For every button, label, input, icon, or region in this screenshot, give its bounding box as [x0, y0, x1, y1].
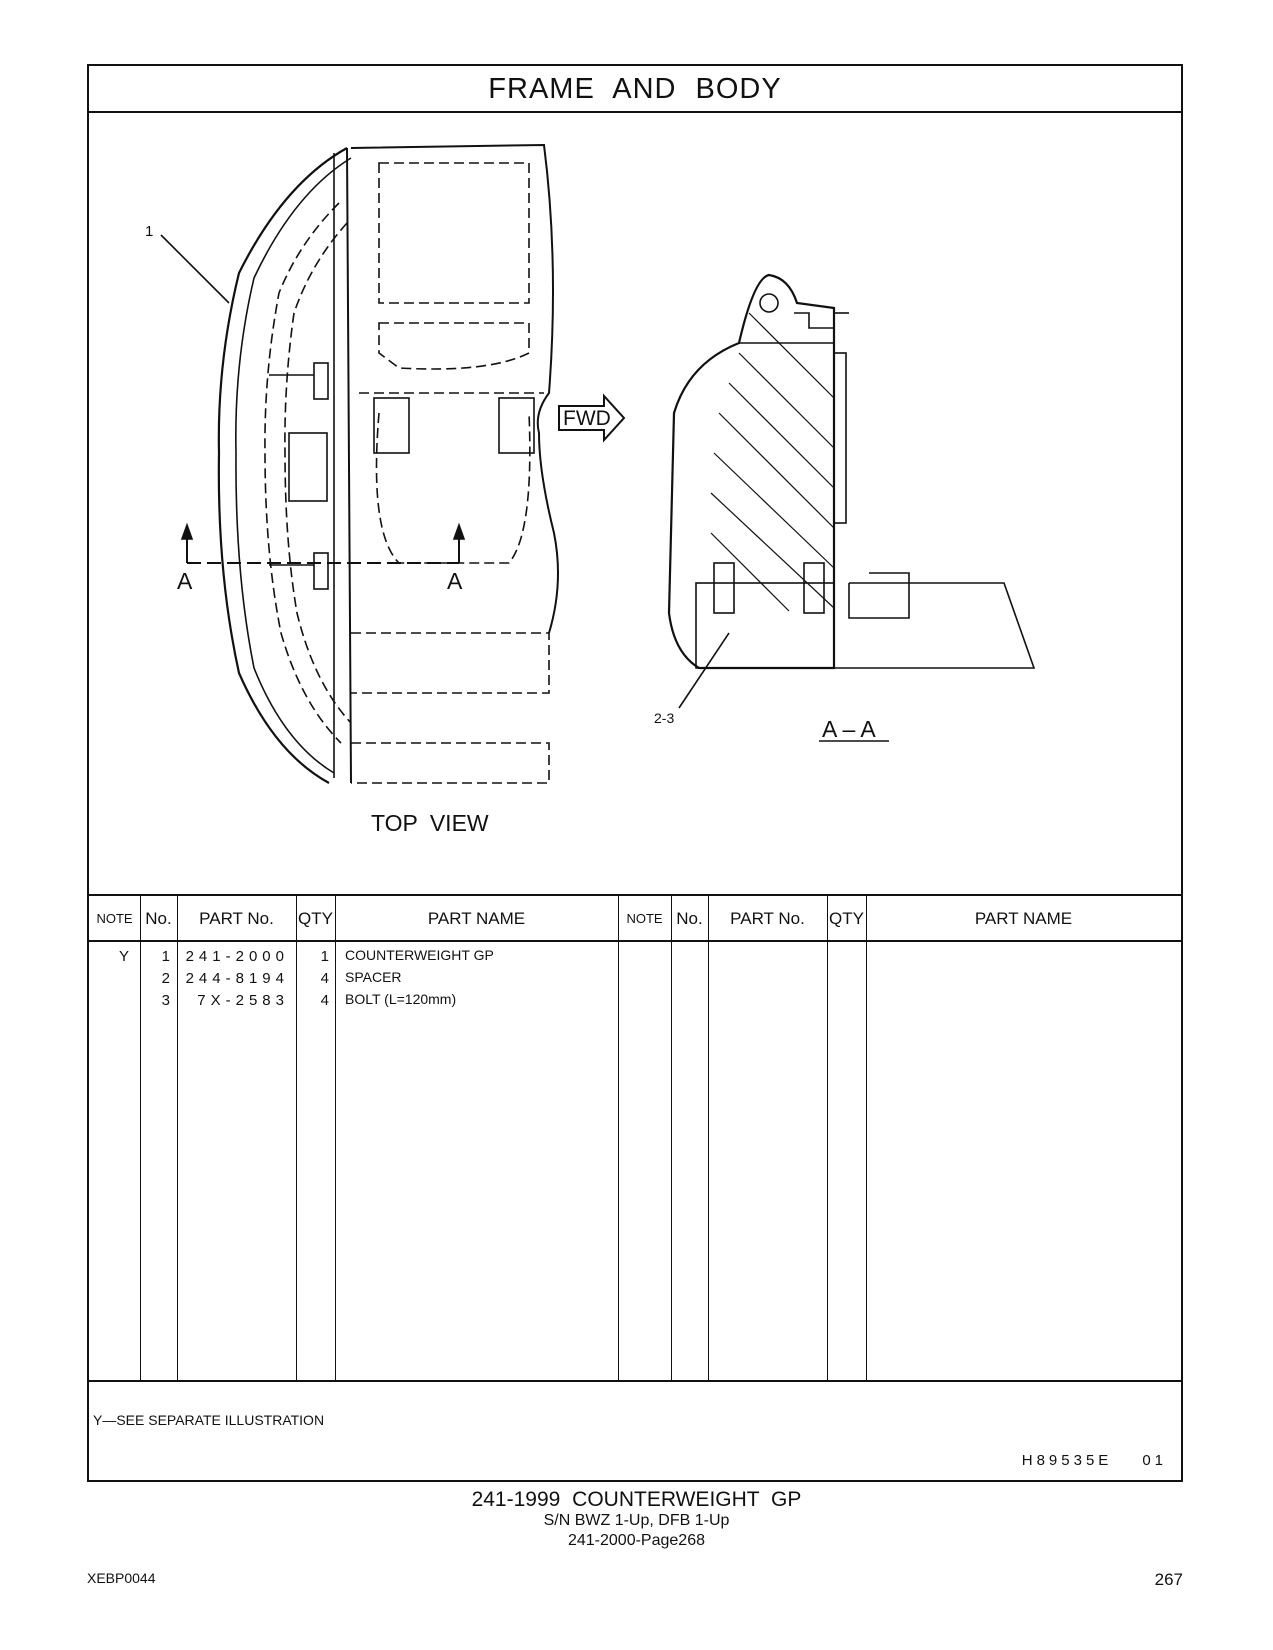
table-row-qty: 1	[320, 948, 329, 965]
table-row-part-no: 241-2000	[185, 948, 289, 965]
illustration-area: 1 A A FWD 2-3 A – A TOP VIEW	[89, 113, 1181, 896]
caption-page-ref: 241-2000-Page268	[567, 1532, 705, 1549]
header-part-name: PART NAME	[427, 909, 526, 928]
section-marker-left: A	[177, 568, 193, 594]
table-row-qty: 4	[320, 970, 329, 987]
header-qty-2: QTY	[829, 909, 864, 928]
page-number: 267	[1154, 1570, 1183, 1589]
col-rule	[140, 896, 141, 1380]
drawing-code-id: H89535E	[1021, 1452, 1113, 1469]
table-row-no: 3	[161, 992, 170, 1009]
fwd-label: FWD	[563, 407, 611, 430]
col-rule	[827, 896, 828, 1380]
table-row-no: 1	[161, 948, 170, 965]
table-bottom-rule	[89, 1380, 1181, 1382]
callout-1: 1	[145, 223, 154, 240]
header-note-2: NOTE	[626, 911, 663, 926]
col-rule	[708, 896, 709, 1380]
section-label: A – A	[822, 716, 876, 742]
parts-sheet: FRAME AND BODY	[87, 64, 1183, 1482]
table-row-qty: 4	[320, 992, 329, 1009]
table-row-part-no: 7X-2583	[197, 992, 289, 1009]
table-row-part-name: SPACER	[345, 969, 402, 985]
parts-table: NOTE No. PART No. QTY PART NAME NOTE No.…	[89, 894, 1181, 1406]
exploded-view-drawing	[160, 143, 1036, 784]
section-marker-right: A	[447, 568, 463, 594]
header-no: No.	[145, 909, 172, 928]
doc-id: XEBP0044	[87, 1570, 156, 1586]
callout-2-3: 2-3	[654, 710, 675, 726]
table-row-note: Y	[118, 948, 129, 965]
col-rule	[177, 896, 178, 1380]
drawing-code: H89535E 01	[1022, 1452, 1167, 1469]
col-rule	[866, 896, 867, 1380]
table-row-part-no: 244-8194	[185, 970, 289, 987]
header-part-name-2: PART NAME	[974, 909, 1073, 928]
table-row-no: 2	[161, 970, 170, 987]
header-note: NOTE	[96, 911, 133, 926]
table-top-rule	[89, 894, 1181, 896]
header-part-no-2: PART No.	[730, 909, 805, 928]
header-no-2: No.	[676, 909, 703, 928]
caption-title: 241-1999 COUNTERWEIGHT GP	[471, 1488, 802, 1511]
col-rule	[335, 896, 336, 1380]
top-view-label: TOP VIEW	[371, 810, 489, 836]
header-rule	[89, 940, 1181, 942]
drawing-code-rev: 01	[1142, 1452, 1167, 1469]
page-title: FRAME AND BODY	[89, 66, 1181, 113]
header-qty: QTY	[298, 909, 333, 928]
table-row-part-name: BOLT (L=120mm)	[345, 991, 457, 1007]
col-rule	[296, 896, 297, 1380]
caption-serial: S/N BWZ 1-Up, DFB 1-Up	[543, 1512, 730, 1529]
footnote: Y—SEE SEPARATE ILLUSTRATION	[93, 1412, 325, 1428]
header-part-no: PART No.	[199, 909, 274, 928]
col-rule	[618, 896, 619, 1380]
col-rule	[671, 896, 672, 1380]
table-row-part-name: COUNTERWEIGHT GP	[345, 947, 494, 963]
